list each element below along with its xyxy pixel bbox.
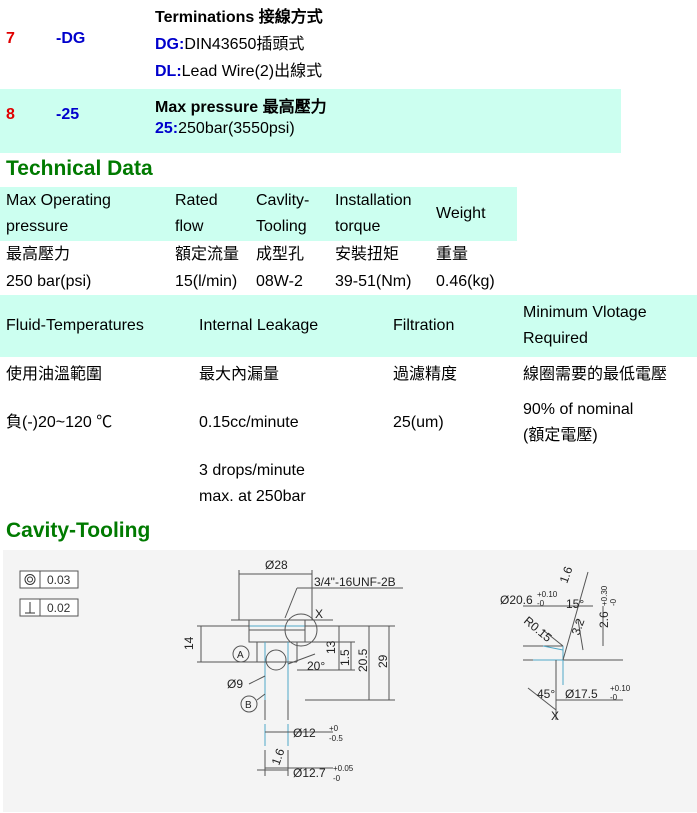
technical-data-heading: Technical Data xyxy=(6,157,153,180)
table-cell xyxy=(387,454,517,514)
dim-r-1-6: 1.6 xyxy=(557,564,576,585)
option-number: 8 xyxy=(6,106,15,123)
table-row: 使用油溫範圍 最大內漏量 過濾精度 線圈需要的最低電壓 xyxy=(0,357,697,392)
dim-9: Ø9 xyxy=(227,677,243,691)
technical-data-table-2: Fluid-Temperatures Internal Leakage Filt… xyxy=(0,295,697,514)
table-cell: 最高壓力 xyxy=(6,245,71,263)
table-cell: 成型孔 xyxy=(256,245,305,263)
dim-12: Ø12 xyxy=(293,726,316,740)
table-cell: 過濾精度 xyxy=(393,365,458,383)
option-item-code: DL xyxy=(155,63,177,80)
dim-12-tol-lower: -0.5 xyxy=(329,734,343,743)
dim-3-2: 3.2 xyxy=(569,616,588,637)
cavity-detail-view xyxy=(523,571,623,720)
dim-2-6: 2.6 xyxy=(597,611,611,628)
table-cell xyxy=(0,454,193,514)
table-cell: 250 bar(psi) xyxy=(6,272,92,290)
option-code: -DG xyxy=(56,30,86,47)
dim-14: 14 xyxy=(182,636,196,650)
option-item-code: 25 xyxy=(155,120,173,137)
dim-1-6: 1.6 xyxy=(269,746,288,767)
section-mark-x: X xyxy=(551,709,559,723)
option-item: DG:DIN43650插頭式 xyxy=(155,36,305,53)
concentricity-tolerance-box: 0.03 xyxy=(19,570,79,589)
option-row-max-pressure: 8 -25 Max pressure 最高壓力 25:250bar(3550ps… xyxy=(0,89,621,153)
table-cell: 額定流量 xyxy=(175,245,240,263)
table-cell: 90% of nominal(額定電壓) xyxy=(523,401,634,444)
header-cell: Filtration xyxy=(387,295,517,357)
table-cell xyxy=(517,454,697,514)
dim-17-5-tol-upper: +0.10 xyxy=(610,684,631,693)
header-cell: Weight xyxy=(430,187,517,241)
table-cell: 安裝扭矩 xyxy=(335,245,400,263)
perpendicularity-tolerance-box: 0.02 xyxy=(19,598,79,617)
angle-20: 20° xyxy=(307,659,325,673)
thread-spec: 3/4"-16UNF-2B xyxy=(314,575,396,589)
dim-13: 13 xyxy=(324,640,338,654)
dim-20-6: Ø20.6 xyxy=(500,593,533,607)
section-mark-x: X xyxy=(315,607,323,621)
dim-28: Ø28 xyxy=(265,558,288,572)
angle-45: 45° xyxy=(537,687,555,701)
table-cell: 負(-)20~120 ℃ xyxy=(6,414,113,431)
cavity-drawing: 0.03 0.02 xyxy=(3,550,697,812)
table-cell: 使用油溫範圍 xyxy=(6,365,103,383)
dim-17-5-tol-lower: -0 xyxy=(610,693,618,702)
dim-1-5: 1.5 xyxy=(338,649,352,666)
datum-a: A xyxy=(237,650,244,661)
dim-12-7: Ø12.7 xyxy=(293,766,326,780)
table-row: 負(-)20~120 ℃ 0.15cc/minute 25(um) 90% of… xyxy=(0,392,697,454)
table-cell: 線圈需要的最低電壓 xyxy=(523,365,668,383)
option-item-text: Lead Wire(2)出線式 xyxy=(181,63,323,80)
option-item: DL:Lead Wire(2)出線式 xyxy=(155,63,323,80)
table-cell: 08W-2 xyxy=(256,272,303,290)
table-cell: 25(um) xyxy=(393,414,444,431)
dim-2-6-tol-upper: +0.30 xyxy=(600,585,609,606)
dim-12-7-tol-upper: +0.05 xyxy=(333,764,354,773)
table-row: 最高壓力 額定流量 成型孔 安裝扭矩 重量 xyxy=(0,241,517,268)
dim-20-5: 20.5 xyxy=(356,648,370,672)
option-item: 25:250bar(3550psi) xyxy=(155,120,295,137)
option-item-text: DIN43650插頭式 xyxy=(184,36,305,53)
dim-29: 29 xyxy=(376,654,390,668)
option-title: Max pressure 最高壓力 xyxy=(155,99,327,116)
cavity-tooling-heading: Cavity-Tooling xyxy=(6,519,151,542)
angle-15: 15° xyxy=(566,597,584,611)
table-cell: 15(l/min) xyxy=(175,272,238,290)
option-item-code: DG xyxy=(155,36,179,53)
option-item-text: 250bar(3550psi) xyxy=(178,120,295,137)
option-title: Terminations 接線方式 xyxy=(155,9,323,26)
tolerance-value: 0.03 xyxy=(47,573,71,587)
cavity-section-view xyxy=(197,570,403,776)
option-number: 7 xyxy=(6,30,15,47)
table-cell: 0.15cc/minute xyxy=(199,414,299,431)
table-cell: 39-51(Nm) xyxy=(335,272,412,290)
dim-12-tol-upper: +0 xyxy=(329,724,339,733)
table-row: 250 bar(psi) 15(l/min) 08W-2 39-51(Nm) 0… xyxy=(0,268,517,295)
table-cell: 重量 xyxy=(436,245,469,263)
table-cell: 最大內漏量 xyxy=(199,365,280,383)
option-row-terminations: 7 -DG Terminations 接線方式 DG:DIN43650插頭式 D… xyxy=(0,0,621,86)
dim-20-6-tol-upper: +0.10 xyxy=(537,590,558,599)
dim-2-6-tol-lower: -0 xyxy=(609,598,618,606)
datum-b: B xyxy=(245,700,252,711)
tolerance-value: 0.02 xyxy=(47,601,71,615)
header-cell: Fluid-Temperatures xyxy=(0,295,193,357)
header-cell: Internal Leakage xyxy=(193,295,387,357)
header-cell: Cavlity-Tooling xyxy=(250,187,329,241)
dim-20-6-tol-lower: -0 xyxy=(537,599,545,608)
table-header-row: Fluid-Temperatures Internal Leakage Filt… xyxy=(0,295,697,357)
dim-12-7-tol-lower: -0 xyxy=(333,774,341,783)
option-code: -25 xyxy=(56,106,80,123)
table-cell: 0.46(kg) xyxy=(436,272,495,290)
dim-17-5: Ø17.5 xyxy=(565,687,598,701)
